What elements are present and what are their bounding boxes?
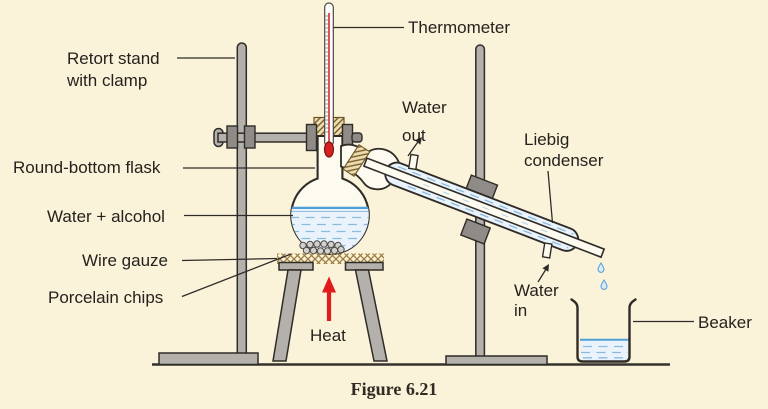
label-beaker: Beaker [698, 313, 752, 332]
label-porcelain-chips: Porcelain chips [48, 288, 163, 307]
beaker-glass [570, 298, 637, 363]
label-water-alcohol: Water + alcohol [47, 207, 165, 226]
label-retort-stand-line1: Retort stand [67, 49, 160, 68]
label-water-in-line1: Water [514, 281, 559, 300]
clamp-assembly [213, 125, 311, 149]
liebig-condenser [362, 153, 606, 259]
tripod-leg-right [354, 269, 388, 362]
label-heat: Heat [310, 326, 346, 345]
thermometer [323, 2, 335, 158]
tripod-top-left [278, 261, 314, 271]
condenser-clamp-lower [459, 218, 492, 245]
label-liebig-line2: condenser [524, 151, 604, 170]
label-wire-gauze: Wire gauze [82, 251, 168, 270]
mercury-bulb [323, 141, 335, 158]
right-stand-base [445, 355, 548, 366]
beaker-water [581, 339, 628, 361]
tripod-leg-left [272, 269, 302, 362]
label-water-in-line2: in [514, 301, 527, 320]
water-out-nozzle [407, 153, 419, 171]
pointer-lines [177, 26, 694, 323]
clamp-jaw-stub [351, 132, 363, 143]
left-retort-stand [158, 42, 259, 366]
wire-gauze [277, 253, 384, 264]
water-in-arrow [537, 264, 549, 283]
tripod-stand [272, 253, 388, 362]
left-stand-base [158, 352, 259, 366]
label-water-out-line1: Water [402, 98, 447, 117]
heat-arrow [322, 276, 336, 321]
label-liebig-line1: Liebig [524, 130, 569, 149]
left-stand-pole [236, 42, 248, 359]
clamp-jaw-left [305, 123, 318, 152]
round-bottom-flask [290, 134, 370, 256]
side-arm-cork [342, 144, 371, 177]
figure-caption: Figure 6.21 [351, 379, 438, 399]
water-in-nozzle [541, 242, 553, 259]
label-retort-stand-line2: with clamp [66, 71, 147, 90]
clamp-boss-right [243, 125, 256, 149]
porcelain-chips [299, 240, 345, 255]
tripod-top-right [344, 261, 384, 271]
clamp-boss-left [226, 125, 239, 149]
label-round-bottom-flask: Round-bottom flask [13, 158, 161, 177]
label-water-out-line2: out [402, 126, 426, 145]
water-drops [597, 262, 608, 290]
water-out-arrow [407, 137, 422, 157]
beaker [570, 298, 637, 363]
label-thermometer: Thermometer [408, 18, 510, 37]
thermometer-ticks [325, 15, 329, 133]
